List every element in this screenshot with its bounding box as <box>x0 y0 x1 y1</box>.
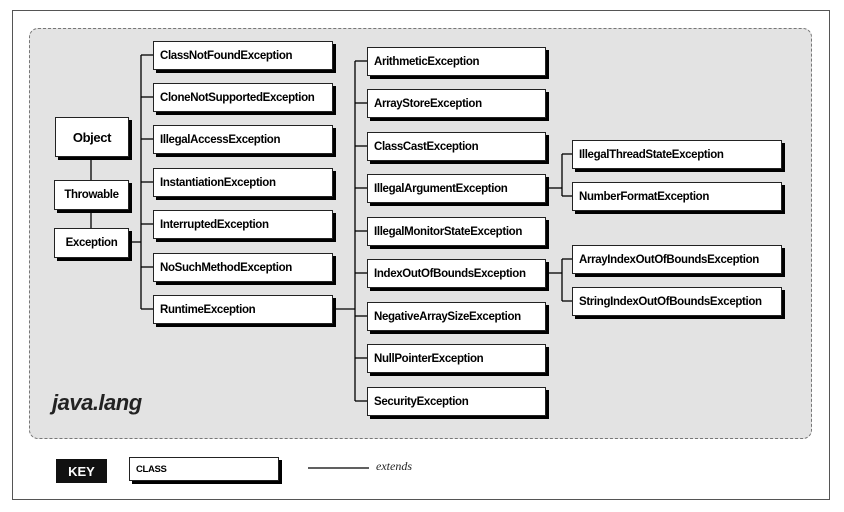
class-arithmeticexception: ArithmeticException <box>367 47 546 76</box>
class-negativearraysizeexception: NegativeArraySizeException <box>367 302 546 331</box>
class-runtimeexception: RuntimeException <box>153 295 333 324</box>
class-arraystoreexception: ArrayStoreException <box>367 89 546 118</box>
class-illegalargumentexception: IllegalArgumentException <box>367 174 546 203</box>
class-numberformatexception: NumberFormatException <box>572 182 782 211</box>
class-classnotfoundexception: ClassNotFoundException <box>153 41 333 70</box>
class-instantiationexception: InstantiationException <box>153 168 333 197</box>
package-label: java.lang <box>52 390 142 415</box>
class-throwable: Throwable <box>54 180 129 210</box>
class-interruptedexception: InterruptedException <box>153 210 333 239</box>
class-indexoutofboundsexception: IndexOutOfBoundsException <box>367 259 546 288</box>
class-clonenotsupportedexception: CloneNotSupportedException <box>153 83 333 112</box>
class-securityexception: SecurityException <box>367 387 546 416</box>
class-illegalmonitorstateexception: IllegalMonitorStateException <box>367 217 546 246</box>
class-nosuchmethodexception: NoSuchMethodException <box>153 253 333 282</box>
key-label: KEY <box>56 459 107 483</box>
class-stringindexoutofboundsexception: StringIndexOutOfBoundsException <box>572 287 782 316</box>
class-illegalaccessexception: IllegalAccessException <box>153 125 333 154</box>
class-arrayindexoutofboundsexception: ArrayIndexOutOfBoundsException <box>572 245 782 274</box>
class-exception: Exception <box>54 228 129 258</box>
class-classcastexception: ClassCastException <box>367 132 546 161</box>
class-nullpointerexception: NullPointerException <box>367 344 546 373</box>
class-object: Object <box>55 117 129 157</box>
key-extends-label: extends <box>376 459 412 473</box>
key-class-box: CLASS <box>129 457 279 481</box>
class-illegalthreadstateexception: IllegalThreadStateException <box>572 140 782 169</box>
